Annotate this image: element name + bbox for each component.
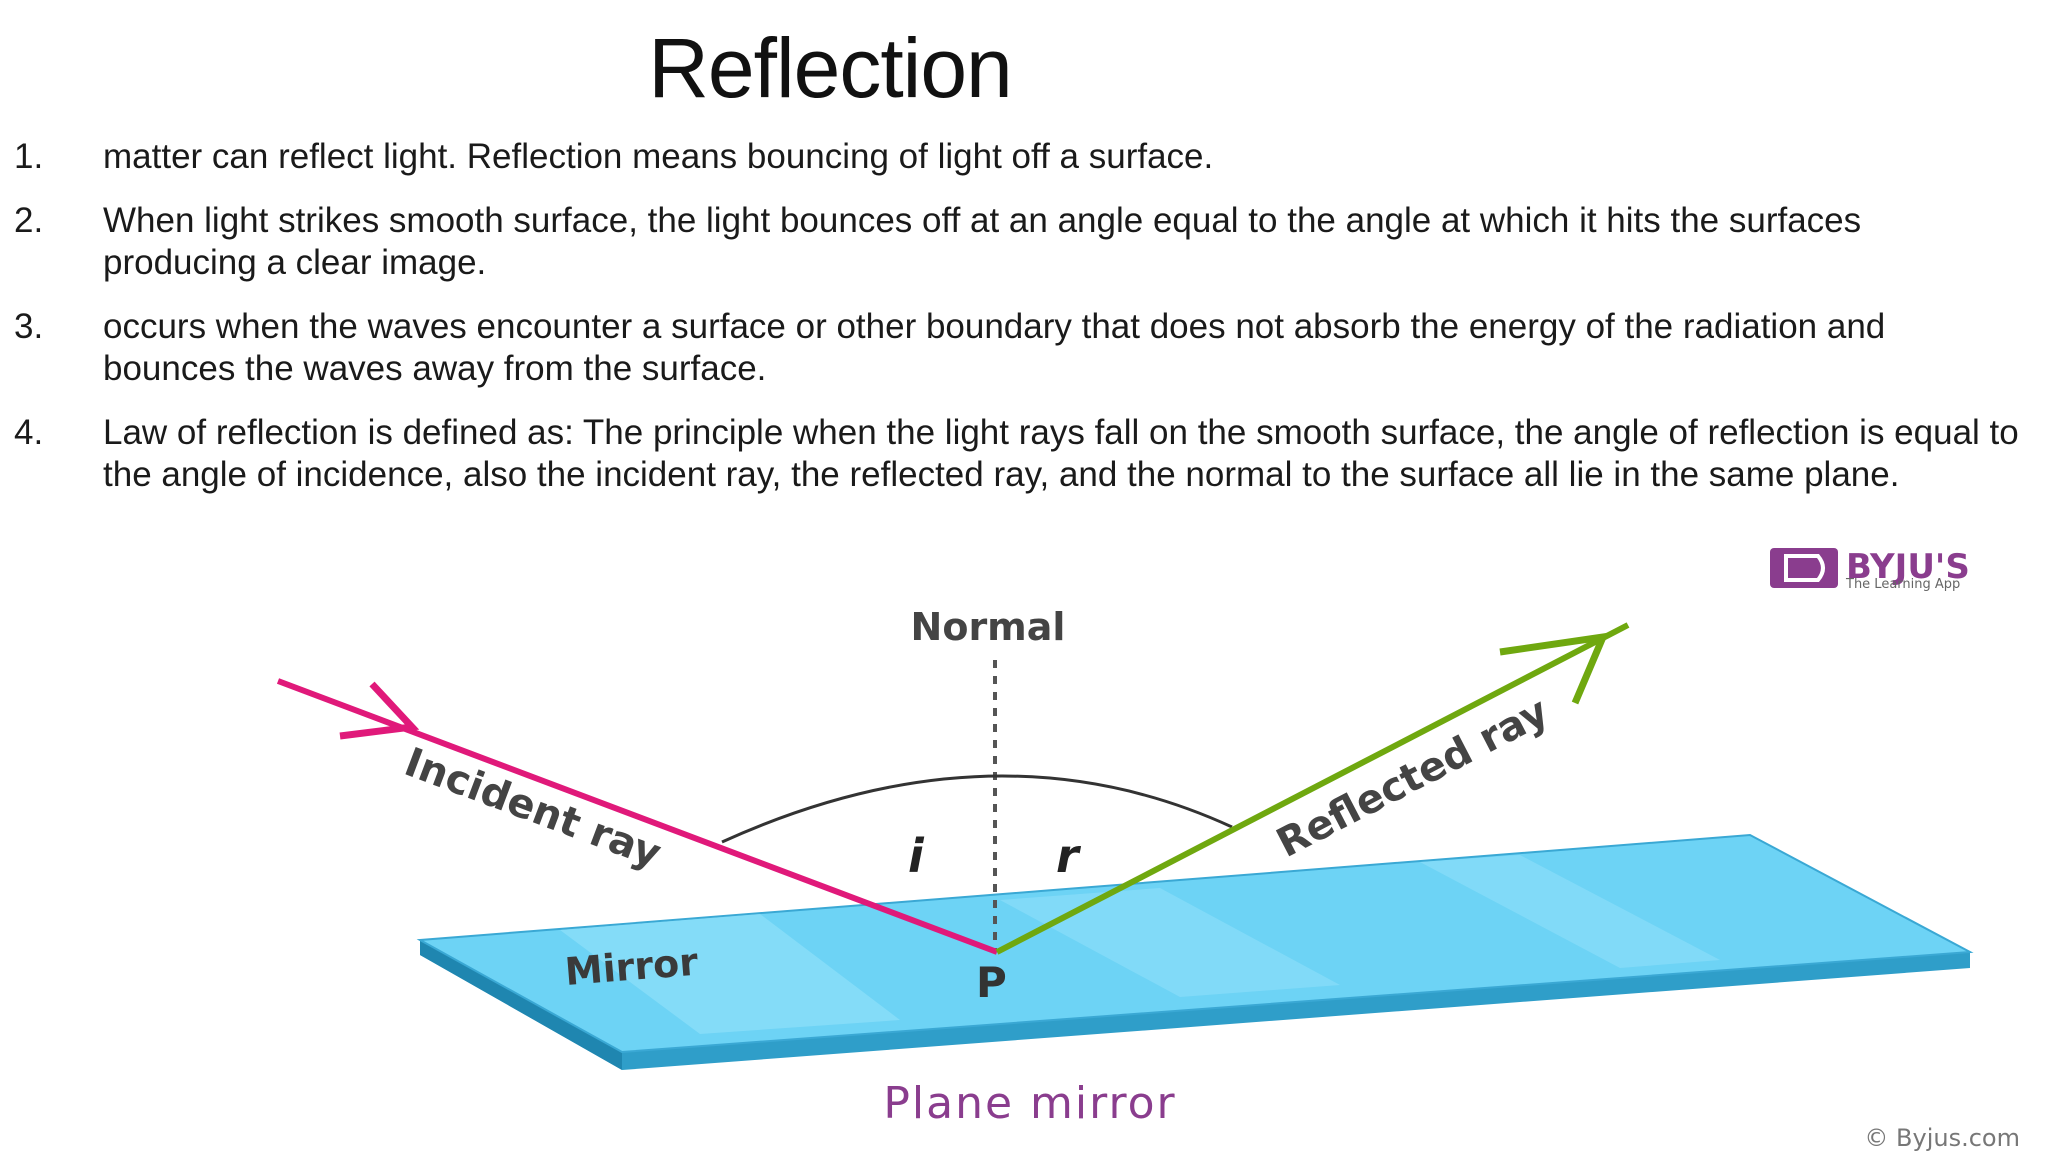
slide-title: Reflection [648,21,1013,115]
list-text: Law of reflection is defined as: The pri… [103,413,2019,494]
incident-label: Incident ray [398,739,667,877]
mirror-shine [1420,855,1720,968]
normal-label: Normal [911,605,1066,649]
mirror-label: Mirror [563,940,699,994]
list-number: 2. [14,201,44,240]
list-number: 3. [14,307,44,346]
list-item: 2. When light strikes smooth surface, th… [14,200,2024,284]
list-item: 3. occurs when the waves encounter a sur… [14,306,2024,390]
incident-ray: Incident ray [276,678,999,955]
list-item: 4. Law of reflection is defined as: The … [14,412,2024,496]
list-text: occurs when the waves encounter a surfac… [103,307,1886,388]
logo-mark [1784,554,1825,582]
plane-mirror-caption: Plane mirror [883,1078,1176,1129]
angle-arc [721,774,1233,844]
reflected-label: Reflected ray [1269,689,1555,867]
angle-i-label: i [908,829,925,883]
brand-tagline: The Learning App [1845,577,1960,592]
brand-name: BYJU'S [1846,547,1970,587]
incident-arrowhead [339,681,420,740]
copyright-text: © Byjus.com [1864,1124,2020,1152]
list-number: 1. [14,137,44,176]
bullet-list: 1. matter can reflect light. Reflection … [14,136,2024,518]
mirror-side-edge [420,940,622,1070]
reflected-arrowhead [1499,632,1609,705]
reflection-diagram: BYJU'S The Learning App Normal i r Incid… [276,547,2020,1152]
point-p-label: P [976,958,1007,1007]
plane-mirror [416,833,1974,1070]
mirror-shine [1000,888,1340,997]
list-text: matter can reflect light. Reflection mea… [103,137,1214,176]
list-number: 4. [14,413,44,452]
list-item: 1. matter can reflect light. Reflection … [14,136,2024,178]
list-text: When light strikes smooth surface, the l… [103,201,1862,282]
angle-r-label: r [1056,829,1082,883]
mirror-shine [560,914,900,1034]
byjus-logo: BYJU'S The Learning App [1770,547,1970,592]
